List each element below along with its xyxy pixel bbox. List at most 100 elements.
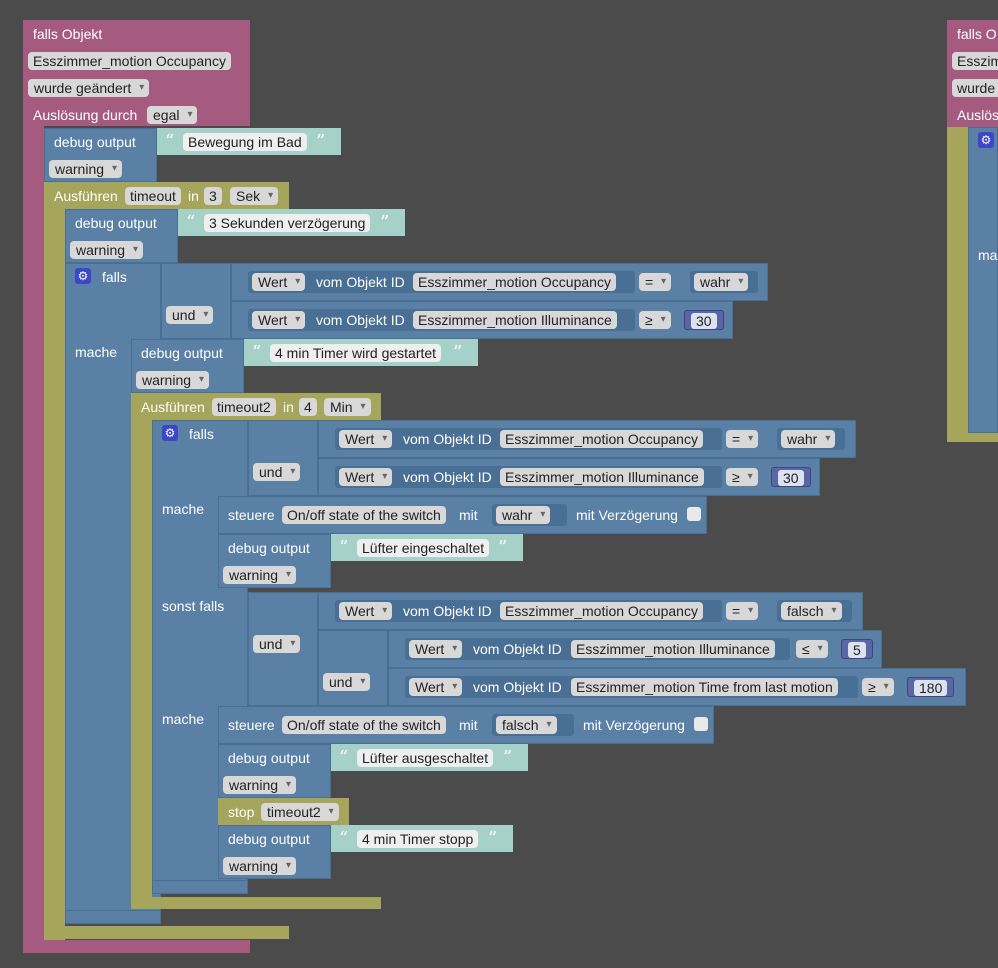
timeout-name-1[interactable]: timeout xyxy=(125,187,181,205)
operator-dropdown-4[interactable]: ≥ xyxy=(726,468,758,486)
and-dropdown-2[interactable]: und xyxy=(253,463,301,481)
debug-text-6[interactable]: 4 min Timer stopp xyxy=(357,830,479,848)
object-id-6[interactable]: Esszimmer_motion Illuminance xyxy=(571,640,775,658)
wert-dropdown-3[interactable]: Wert xyxy=(339,430,393,448)
right-mode-field[interactable]: wurde xyxy=(952,79,998,97)
number-block-1[interactable]: 30 xyxy=(684,310,724,330)
bool-dropdown-3[interactable]: wahr xyxy=(781,430,836,448)
number-value-3[interactable]: 5 xyxy=(848,642,866,658)
event-object-field[interactable]: Esszimmer_motion Occupancy xyxy=(28,52,231,70)
quote-close-icon: ” xyxy=(488,828,498,849)
debug-text-4[interactable]: Lüfter eingeschaltet xyxy=(357,539,490,557)
debug-label-2: debug output xyxy=(75,215,157,231)
quote-open-icon: “ xyxy=(186,212,196,233)
control-delay-1: mit Verzögerung xyxy=(576,507,678,523)
right-inner-block[interactable] xyxy=(968,127,998,433)
quote-open-icon: “ xyxy=(165,131,175,152)
and-dropdown-1[interactable]: und xyxy=(166,306,214,324)
timeout-value-2[interactable]: 4 xyxy=(299,398,317,416)
gear-icon[interactable]: ⚙ xyxy=(75,268,91,284)
control-target-2[interactable]: On/off state of the switch xyxy=(282,716,446,734)
object-id-1[interactable]: Esszimmer_motion Occupancy xyxy=(413,273,616,291)
and-block-2[interactable] xyxy=(248,420,318,496)
object-id-5[interactable]: Esszimmer_motion Occupancy xyxy=(500,602,703,620)
operator-dropdown-5[interactable]: = xyxy=(726,602,759,620)
timeout-unit-1[interactable]: Sek xyxy=(230,187,279,205)
wert-dropdown-5[interactable]: Wert xyxy=(339,602,393,620)
gear-icon[interactable]: ⚙ xyxy=(162,425,178,441)
delay-checkbox-1[interactable] xyxy=(687,507,701,521)
debug-level-6[interactable]: warning xyxy=(223,857,297,875)
object-id-2[interactable]: Esszimmer_motion Illuminance xyxy=(413,311,617,329)
number-value-2[interactable]: 30 xyxy=(778,470,804,486)
event-trigger-dropdown[interactable]: egal xyxy=(147,106,198,124)
number-value-4[interactable]: 180 xyxy=(914,680,948,696)
quote-open-icon: “ xyxy=(252,342,262,363)
if-falls-1: falls xyxy=(102,269,127,285)
timeout-value-1[interactable]: 3 xyxy=(204,187,222,205)
control-mit-2: mit xyxy=(459,717,478,733)
vom-label-1: vom Objekt ID xyxy=(316,274,405,290)
bool-dropdown-5[interactable]: falsch xyxy=(781,602,842,620)
timeout-in-1: in xyxy=(188,188,199,204)
control-target-1[interactable]: On/off state of the switch xyxy=(282,506,446,524)
operator-dropdown-7[interactable]: ≥ xyxy=(862,678,894,696)
number-block-4[interactable]: 180 xyxy=(907,677,955,697)
number-block-3[interactable]: 5 xyxy=(841,639,873,659)
control-block-1[interactable] xyxy=(218,496,707,534)
debug-level-1[interactable]: warning xyxy=(49,160,123,178)
object-id-3[interactable]: Esszimmer_motion Occupancy xyxy=(500,430,703,448)
quote-open-icon: “ xyxy=(339,747,349,768)
wert-dropdown-6[interactable]: Wert xyxy=(409,640,463,658)
stop-timer-dropdown[interactable]: timeout2 xyxy=(261,803,339,821)
and-block-1[interactable] xyxy=(161,263,231,339)
timeout-unit-2[interactable]: Min xyxy=(324,398,371,416)
right-object-field[interactable]: Esszim xyxy=(952,52,998,70)
bool-dropdown-1[interactable]: wahr xyxy=(694,273,749,291)
debug-label-4: debug output xyxy=(228,540,310,556)
and-dropdown-4[interactable]: und xyxy=(323,673,371,691)
if-mache-3: mache xyxy=(162,711,205,727)
and-block-4[interactable] xyxy=(318,630,388,706)
wert-dropdown-1[interactable]: Wert xyxy=(252,273,306,291)
if-mache-2: mache xyxy=(162,501,205,517)
debug-level-2[interactable]: warning xyxy=(70,241,144,259)
debug-level-5[interactable]: warning xyxy=(223,776,297,794)
number-value-1[interactable]: 30 xyxy=(691,313,717,329)
operator-dropdown-2[interactable]: ≥ xyxy=(639,311,671,329)
vom-label-4: vom Objekt ID xyxy=(403,469,492,485)
wert-dropdown-7[interactable]: Wert xyxy=(409,678,463,696)
debug-text-2[interactable]: 3 Sekunden verzögerung xyxy=(204,214,371,232)
event-mode-dropdown[interactable]: wurde geändert xyxy=(28,79,150,97)
and-dropdown-3[interactable]: und xyxy=(253,635,301,653)
number-block-2[interactable]: 30 xyxy=(771,467,811,487)
if-block-1-bottom xyxy=(65,910,161,924)
operator-dropdown-6[interactable]: ≤ xyxy=(796,640,828,658)
debug-level-3[interactable]: warning xyxy=(136,371,210,389)
control-mit-1: mit xyxy=(459,507,478,523)
timeout-name-2[interactable]: timeout2 xyxy=(212,398,276,416)
delay-checkbox-2[interactable] xyxy=(694,717,708,731)
operator-dropdown-1[interactable]: = xyxy=(639,273,672,291)
quote-close-icon: ” xyxy=(316,131,326,152)
debug-text-1[interactable]: Bewegung im Bad xyxy=(183,133,307,151)
timeout-block-2-bottom xyxy=(131,897,381,909)
debug-text-3[interactable]: 4 min Timer wird gestartet xyxy=(270,344,442,362)
wert-dropdown-2[interactable]: Wert xyxy=(252,311,306,329)
debug-label-6: debug output xyxy=(228,831,310,847)
wert-dropdown-4[interactable]: Wert xyxy=(339,468,393,486)
control-value-1[interactable]: wahr xyxy=(496,506,551,524)
right-header: falls O xyxy=(957,26,997,42)
object-id-4[interactable]: Esszimmer_motion Illuminance xyxy=(500,468,704,486)
gear-icon[interactable]: ⚙ xyxy=(978,132,994,148)
event-block-bottom xyxy=(23,940,250,953)
debug-text-5[interactable]: Lüfter ausgeschaltet xyxy=(357,749,494,767)
object-id-7[interactable]: Esszimmer_motion Time from last motion xyxy=(571,678,838,696)
quote-close-icon: ” xyxy=(380,212,390,233)
debug-label-5: debug output xyxy=(228,750,310,766)
operator-dropdown-3[interactable]: = xyxy=(726,430,759,448)
control-value-2[interactable]: falsch xyxy=(496,716,557,734)
right-event-header[interactable] xyxy=(947,20,998,127)
debug-level-4[interactable]: warning xyxy=(223,566,297,584)
timeout-label-2: Ausführen xyxy=(141,399,205,415)
